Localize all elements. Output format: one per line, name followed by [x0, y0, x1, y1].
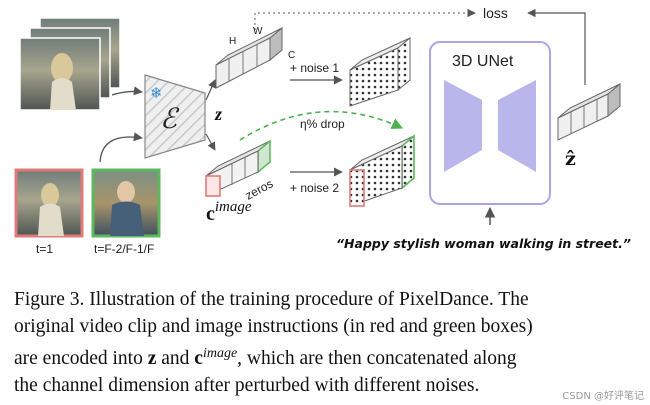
video-clip-frames [19, 17, 121, 111]
encoder-to-cimage-arrow [205, 133, 216, 151]
z-hat-label: ẑ [565, 148, 576, 170]
figure-caption: Figure 3. Illustration of the training p… [14, 286, 644, 399]
first-frame-label: t=1 [36, 242, 53, 256]
dim-h-label: H [229, 36, 236, 47]
snowflake-icon: ❄ [150, 84, 163, 102]
training-procedure-diagram: loss ❄ ℰ W H C z + noise 1 η% d [14, 5, 631, 256]
z-hat-tensor [557, 82, 621, 141]
caption-line-4: the channel dimension after perturbed wi… [14, 375, 480, 396]
loss-feedback-path [254, 8, 586, 85]
caption-line-3-pre: are encoded into [14, 348, 148, 369]
caption-z-symbol: z [147, 348, 157, 369]
drop-label: η% drop [300, 117, 345, 131]
caption-and: and [156, 348, 195, 369]
caption-line-3-post: , which are then concatenated along [237, 348, 517, 369]
dim-c-label: C [288, 50, 295, 61]
last-frames-image [91, 168, 161, 238]
caption-line-2: original video clip and image instructio… [14, 316, 533, 337]
unet-block: 3D UNet [429, 41, 551, 205]
c-image-tensor [205, 139, 271, 197]
noise1-label: + noise 1 [290, 61, 339, 75]
first-frame-image [14, 168, 84, 238]
drop-arc-arrow [239, 110, 404, 141]
frames-to-encoder-arrow [111, 86, 143, 96]
caption-line-3: are encoded into z and cimage, which are… [14, 340, 644, 372]
noise2-label: + noise 2 [290, 181, 339, 195]
noisy-c-image-tensor [349, 134, 415, 207]
prompt-text: “Happy stylish woman walking in street.” [336, 236, 631, 251]
encoder-block: ❄ ℰ [144, 74, 206, 159]
z-label: z [214, 104, 222, 124]
c-image-sup: image [215, 199, 252, 215]
c-image-base: c [206, 203, 215, 225]
encoder-to-z-arrow [205, 79, 216, 101]
caption-line-1: Figure 3. Illustration of the training p… [14, 289, 529, 310]
unet-label: 3D UNet [452, 53, 514, 70]
caption-c-symbol: c [194, 348, 203, 369]
caption-image-superscript: image [202, 346, 238, 361]
last-frames-label: t=F-2/F-1/F [94, 242, 154, 256]
images-to-encoder-arrow [99, 132, 143, 163]
dim-w-label: W [253, 26, 263, 37]
z-latent-tensor [215, 26, 283, 89]
encoder-label: ℰ [160, 104, 180, 135]
loss-label: loss [483, 5, 508, 21]
noisy-z-tensor [349, 36, 411, 107]
watermark: CSDN @好评笔记 [562, 391, 644, 402]
c-image-label: cimage [206, 199, 252, 225]
